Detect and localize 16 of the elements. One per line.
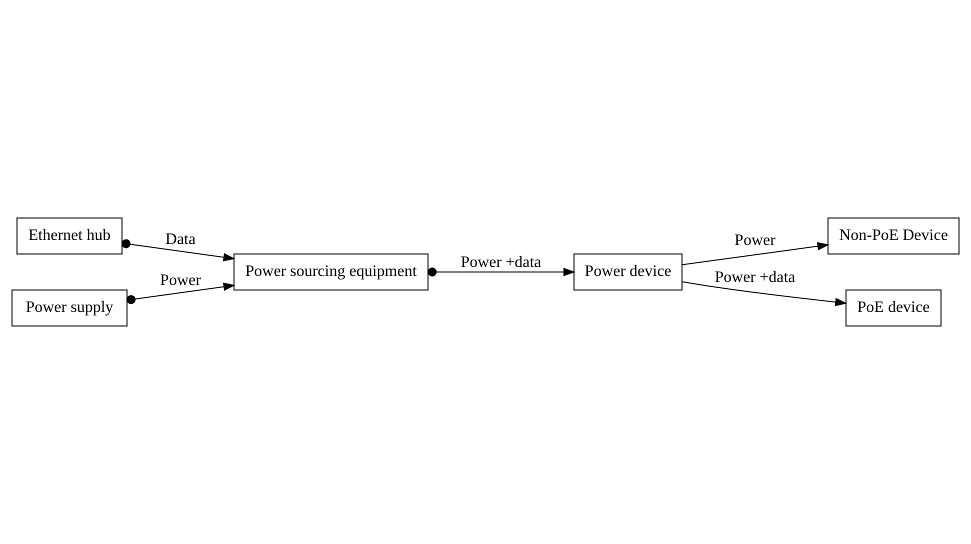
- edge-label: Power: [734, 232, 776, 249]
- arrow: [682, 242, 830, 266]
- arrow: [126, 282, 236, 304]
- edge-label: Power +data: [714, 268, 796, 286]
- node-box: Ethernet hub: [16, 218, 122, 254]
- edge-label: Power +data: [460, 254, 542, 271]
- node-box: Power supply: [12, 290, 128, 326]
- node-box: Power device: [574, 254, 682, 290]
- node-box: Non-PoE Device: [828, 218, 960, 254]
- arrow: [122, 239, 236, 262]
- node-box: Power sourcing equipment: [234, 254, 428, 290]
- edge-label: Power: [160, 272, 201, 289]
- arrow: [428, 268, 576, 276]
- node-box: PoE device: [846, 290, 942, 326]
- edge-label: Data: [165, 230, 196, 248]
- arrow: [682, 281, 848, 306]
